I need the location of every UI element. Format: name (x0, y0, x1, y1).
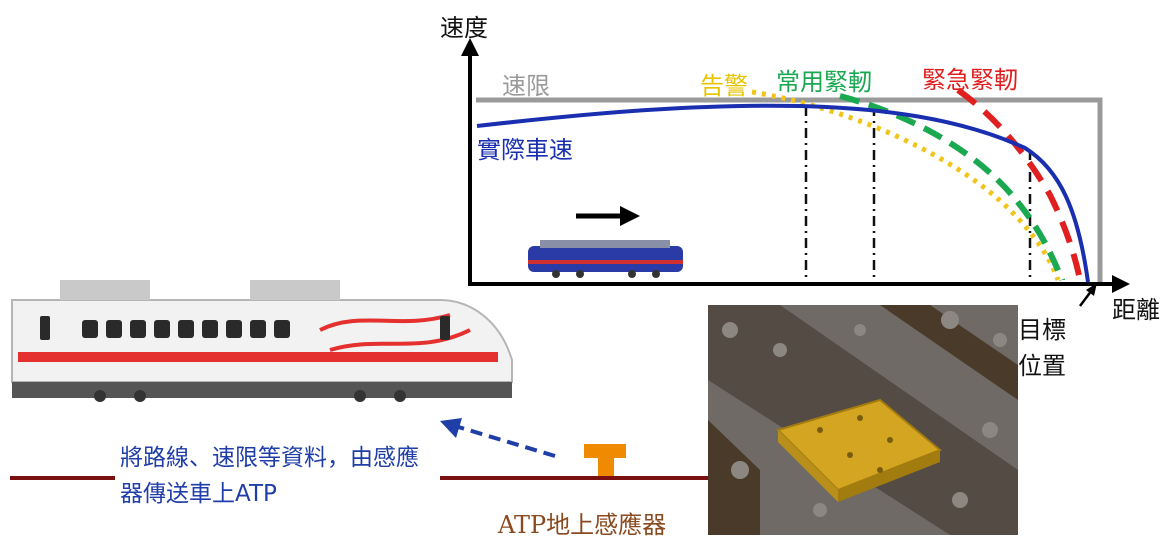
target-pointer-icon (1079, 283, 1097, 307)
target-line-2: 位置 (1018, 352, 1066, 380)
x-axis-arrow-icon (1112, 275, 1130, 293)
chart-axes (461, 38, 1130, 293)
direction-arrow-icon (576, 206, 640, 226)
actual-speed-label: 實際車速 (477, 136, 573, 164)
warning-curve (751, 89, 1061, 281)
brake-point-markers (804, 106, 1032, 280)
y-axis-arrow-icon (461, 38, 479, 56)
warning-label: 告警 (700, 72, 748, 100)
target-line-1: 目標 (1018, 316, 1066, 344)
x-axis-label: 距離 (1112, 296, 1160, 324)
service-brake-label: 常用緊軔 (776, 68, 872, 96)
sensor-photo (708, 305, 1018, 535)
service-brake-curve (839, 93, 1065, 282)
locomotive-icon (528, 240, 683, 278)
target-position-label: 目標 位置 (1018, 312, 1066, 384)
sensor-label: ATP地上感應器 (498, 511, 667, 539)
y-axis-label: 速度 (440, 14, 488, 42)
speed-limit-label: 速限 (502, 72, 550, 100)
emergency-brake-curve (956, 87, 1083, 281)
data-transfer-arrow-icon (440, 418, 556, 458)
train-icon (11, 280, 513, 402)
emergency-brake-label: 緊急緊軔 (922, 66, 1018, 94)
speed-limit-curve (476, 97, 1103, 282)
caption-text: 將路線、速限等資料，由感應器傳送車上ATP (120, 445, 419, 507)
actual-speed-curve (476, 103, 1090, 283)
sensor-icon (584, 444, 626, 476)
